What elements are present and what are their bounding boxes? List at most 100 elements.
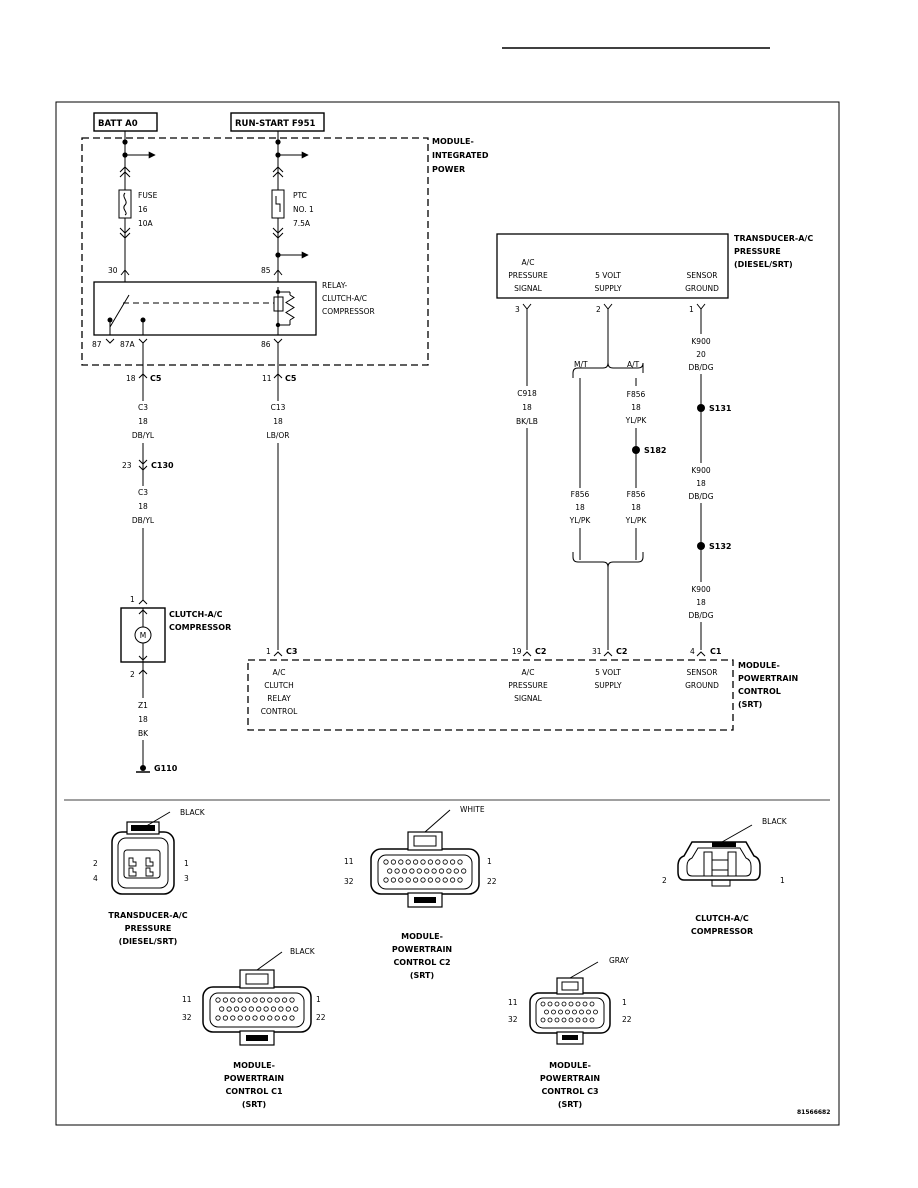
svg-text:BK/LB: BK/LB: [516, 417, 538, 426]
pin-cavity: [540, 1017, 546, 1023]
svg-text:YL/PK: YL/PK: [625, 516, 648, 525]
pin-cavity: [442, 859, 448, 865]
pcm-pin-c1-4: 4 C1: [690, 647, 722, 657]
fuse-16-label: FUSE 16 10A: [138, 191, 158, 228]
svg-text:C3: C3: [286, 647, 297, 656]
svg-text:SUPPLY: SUPPLY: [594, 681, 621, 690]
svg-text:CONTROL C1: CONTROL C1: [225, 1087, 283, 1096]
pcm-pin-c3-1: 1 C3: [266, 647, 297, 657]
svg-text:K900: K900: [691, 466, 710, 475]
svg-text:18: 18: [138, 417, 148, 426]
variant-mt: M/T: [574, 360, 588, 369]
pin-cavity: [230, 1015, 236, 1021]
svg-text:CONTROL C3: CONTROL C3: [541, 1087, 598, 1096]
svg-text:SENSOR: SENSOR: [687, 271, 718, 280]
pin-cavity: [582, 1001, 588, 1007]
svg-text:1: 1: [266, 647, 271, 656]
pin-cavity: [233, 1006, 240, 1012]
svg-text:87A: 87A: [120, 340, 136, 349]
pin-cavity: [278, 1006, 284, 1012]
svg-text:DB/YL: DB/YL: [132, 516, 155, 525]
connector-view-transducer-name: TRANSDUCER-A/C PRESSURE (DIESEL/SRT): [108, 911, 187, 946]
pin-cavity: [575, 1001, 581, 1007]
svg-text:(SRT): (SRT): [242, 1100, 266, 1109]
splice-s132: S132: [697, 542, 731, 551]
svg-text:1: 1: [184, 859, 189, 868]
svg-text:YL/PK: YL/PK: [625, 416, 648, 425]
run-start-source: RUN-START F951: [230, 112, 325, 132]
svg-text:SUPPLY: SUPPLY: [594, 284, 621, 293]
pin-cavity: [398, 877, 404, 883]
svg-text:1: 1: [316, 995, 321, 1004]
wire-k900-c-label: K900 18 DB/DG: [685, 582, 717, 622]
pin-cavity: [241, 1006, 247, 1012]
svg-text:CLUTCH: CLUTCH: [264, 681, 294, 690]
svg-text:C1: C1: [710, 647, 722, 656]
svg-text:POWERTRAIN: POWERTRAIN: [392, 945, 452, 954]
svg-text:5 VOLT: 5 VOLT: [595, 271, 621, 280]
pin-cavity: [412, 859, 419, 865]
pin-cavity: [435, 859, 441, 865]
pin-cavity: [219, 1006, 225, 1012]
svg-text:1: 1: [780, 876, 785, 885]
svg-text:DB/YL: DB/YL: [132, 431, 155, 440]
pin-cavity: [237, 997, 243, 1003]
svg-text:Z1: Z1: [138, 701, 148, 710]
pin-cavity: [281, 1015, 288, 1021]
relay-lower-pins: 87 87A 86: [92, 338, 283, 383]
svg-text:(SRT): (SRT): [410, 971, 434, 980]
svg-text:18: 18: [126, 374, 136, 383]
pin-cavity: [457, 877, 463, 883]
svg-text:G110: G110: [154, 764, 178, 773]
pin-cavity: [215, 1015, 221, 1021]
pin-cavity: [551, 1009, 556, 1015]
pin-cavity: [420, 859, 426, 865]
pin-cavity: [547, 1017, 553, 1023]
ground-g110: G110: [136, 764, 178, 773]
svg-text:DB/DG: DB/DG: [688, 492, 713, 501]
run-start-feed-wire: [271, 131, 309, 282]
pin-cavity: [274, 997, 280, 1003]
svg-text:POWER: POWER: [432, 165, 465, 174]
pin-cavity: [293, 1006, 299, 1012]
pcm-c1-pin-grid: [215, 997, 299, 1021]
svg-text:18: 18: [575, 503, 585, 512]
transducer-label: TRANSDUCER-A/C PRESSURE (DIESEL/SRT): [734, 234, 813, 269]
svg-text:FUSE: FUSE: [138, 191, 158, 200]
svg-text:18: 18: [138, 715, 148, 724]
pin-cavity: [431, 868, 437, 874]
svg-text:3: 3: [515, 305, 520, 314]
splice-s131: S131: [697, 404, 732, 413]
svg-text:A/C: A/C: [273, 668, 286, 677]
pin-cavity: [412, 877, 419, 883]
svg-text:1: 1: [689, 305, 694, 314]
pin-cavity: [572, 1009, 577, 1015]
pin-cavity: [256, 1006, 262, 1012]
pin-cavity: [453, 868, 459, 874]
pcm-pin-c2-19: 19 C2: [512, 647, 546, 657]
svg-text:4: 4: [690, 647, 695, 656]
pin-cavity: [215, 997, 221, 1003]
svg-text:GRAY: GRAY: [609, 956, 629, 965]
diagram-id: 81566682: [797, 1109, 830, 1116]
wire-c3-upper-label: C3 18 DB/YL: [128, 401, 158, 443]
clutch-ac-compressor: 1 M 2: [120, 595, 166, 768]
svg-text:(SRT): (SRT): [738, 700, 762, 709]
page-frame: [55, 101, 840, 1126]
svg-text:M: M: [140, 631, 146, 640]
pin-cavity: [446, 868, 452, 874]
pin-cavity: [420, 877, 426, 883]
pin-cavity: [259, 1015, 265, 1021]
svg-text:MODULE-: MODULE-: [401, 932, 443, 941]
svg-text:C2: C2: [535, 647, 546, 656]
svg-text:MODULE-: MODULE-: [233, 1061, 275, 1070]
svg-text:POWERTRAIN: POWERTRAIN: [738, 674, 798, 683]
pin-cavity: [438, 868, 445, 874]
svg-text:19: 19: [512, 647, 522, 656]
batt-feed-wire: [118, 131, 156, 282]
connector-view-clutch-name: CLUTCH-A/C COMPRESSOR: [691, 914, 753, 936]
svg-text:A/C: A/C: [522, 258, 535, 267]
pin-cavity: [405, 877, 411, 883]
svg-text:16: 16: [138, 205, 148, 214]
